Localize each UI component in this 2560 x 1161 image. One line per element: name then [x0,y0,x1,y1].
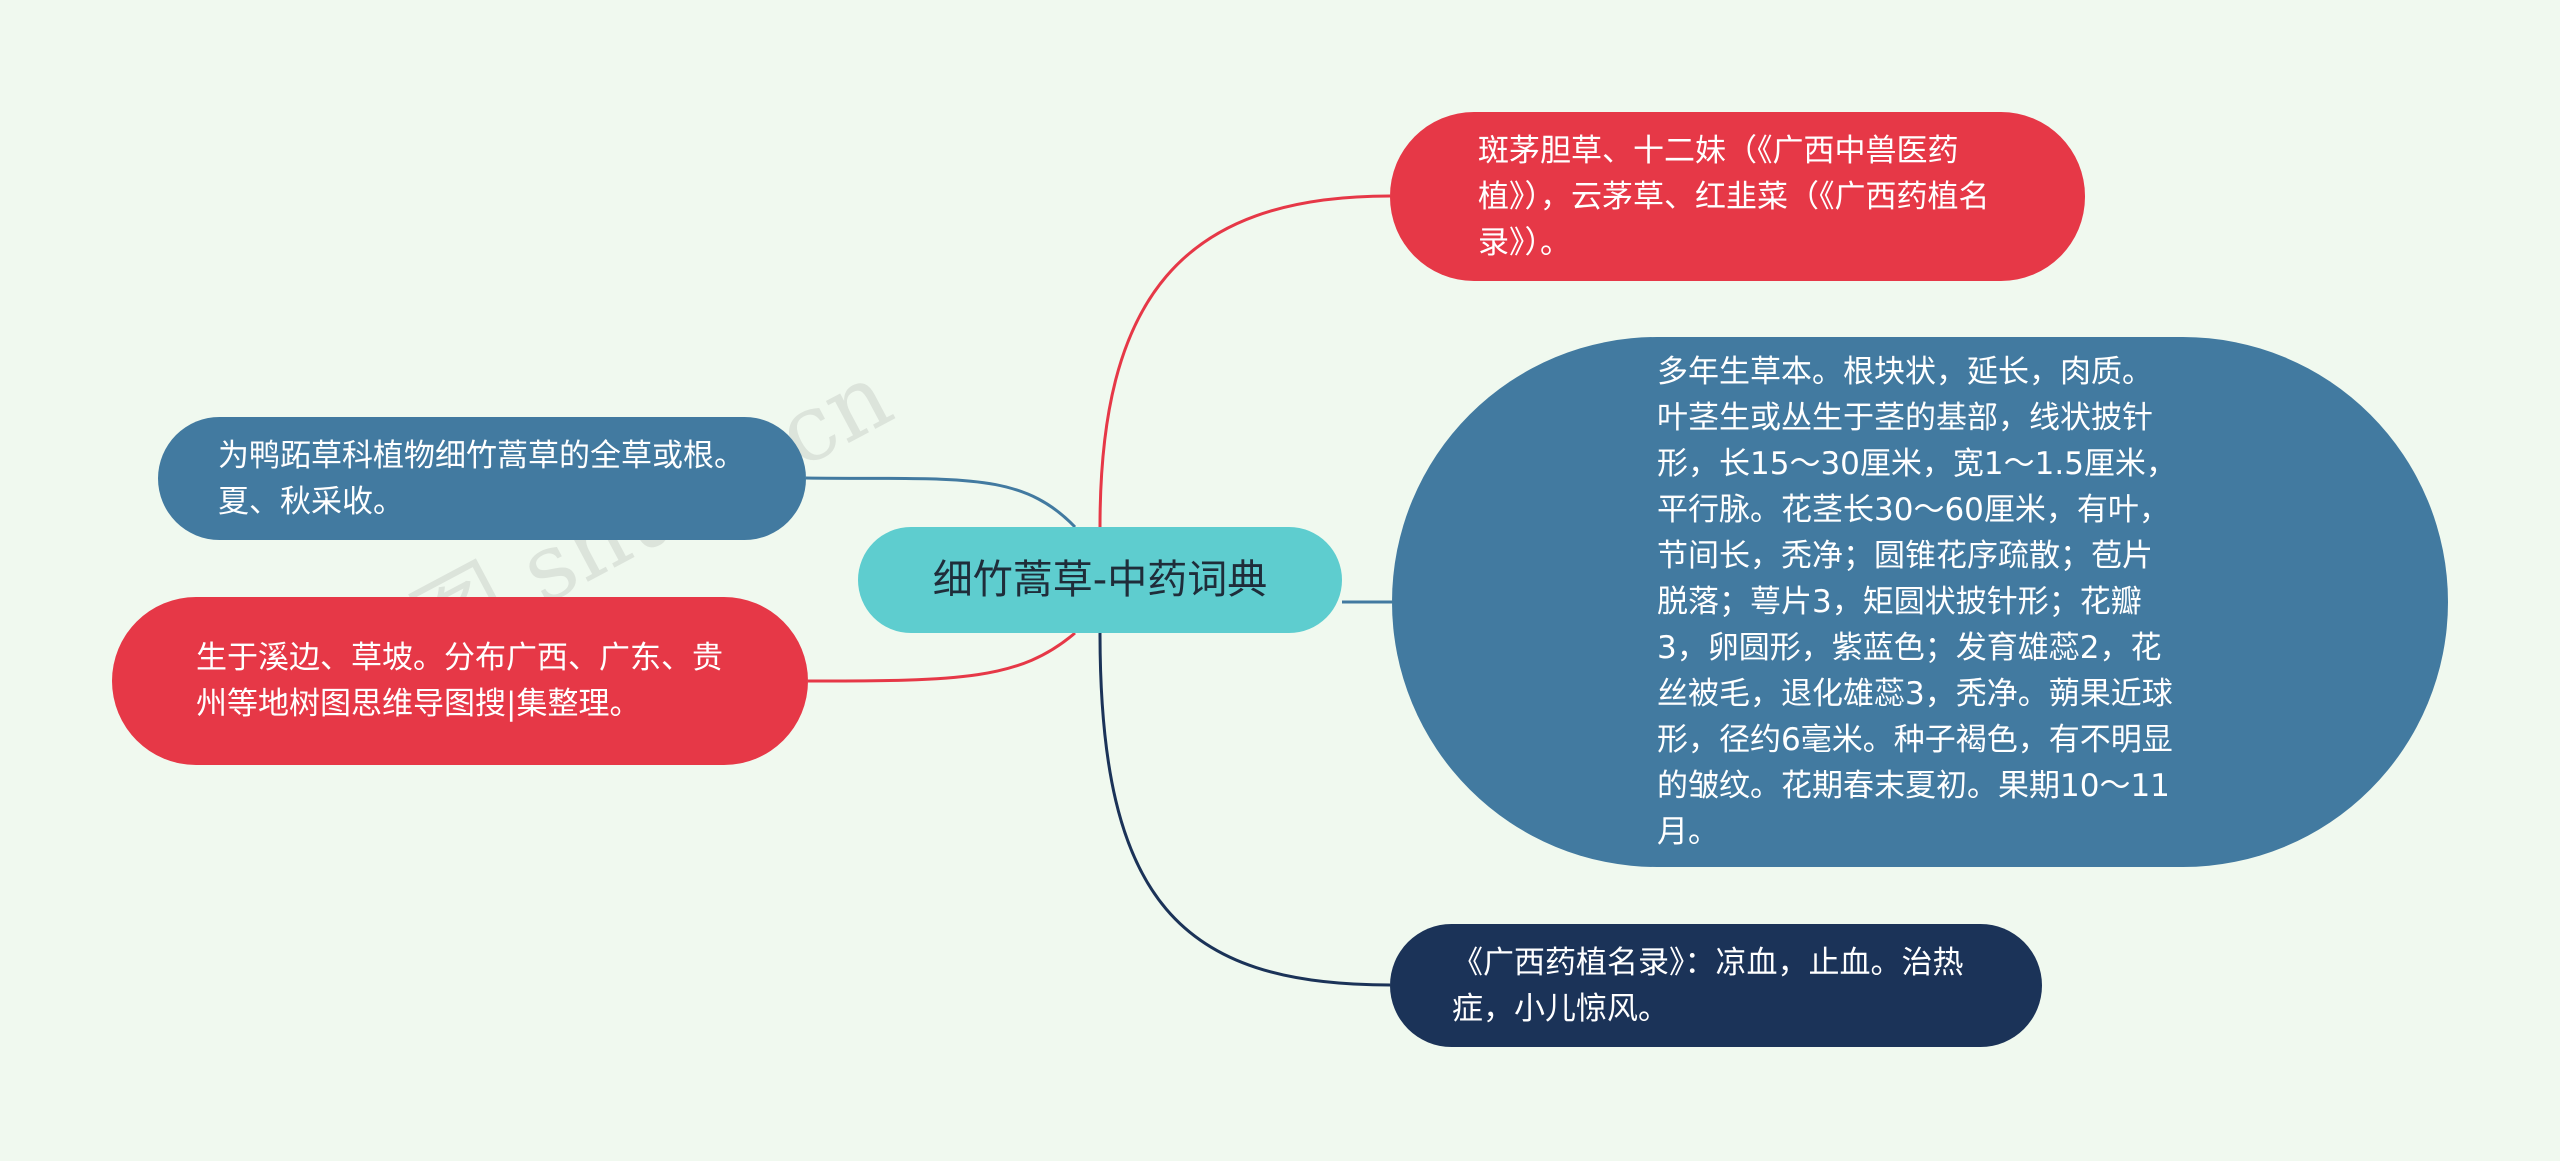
root-label: 细竹蒿草-中药词典 [932,557,1268,603]
connector-root-left2 [807,631,1076,683]
node-morphology[interactable]: 多年生草本。根块状，延长，肉质。叶茎生或丛生于茎的基部，线状披针形，长15～30… [1392,337,2448,867]
node-morphology-text: 多年生草本。根块状，延长，肉质。叶茎生或丛生于茎的基部，线状披针形，长15～30… [1657,354,2177,850]
node-efficacy[interactable]: 《广西药植名录》：凉血，止血。治热症，小儿惊风。 [1390,924,2042,1047]
node-source-text: 为鸭跖草科植物细竹蒿草的全草或根。夏、秋采收。 [218,437,745,520]
node-habitat-text: 生于溪边、草坡。分布广西、广东、贵州等地树图思维导图搜|集整理。 [196,640,723,722]
root-node[interactable]: 细竹蒿草-中药词典 [858,527,1342,633]
connector-root-right3 [1098,632,1391,987]
node-aliases[interactable]: 斑茅胆草、十二妹（《广西中兽医药植》），云茅草、红韭菜（《广西药植名录》）。 [1390,112,2085,281]
connector-root-left1 [805,476,1077,529]
node-efficacy-text: 《广西药植名录》：凉血，止血。治热症，小儿惊风。 [1452,944,1964,1027]
node-habitat[interactable]: 生于溪边、草坡。分布广西、广东、贵州等地树图思维导图搜|集整理。 [112,597,808,765]
connector-root-right1 [1098,194,1391,528]
node-aliases-text: 斑茅胆草、十二妹（《广西中兽医药植》），云茅草、红韭菜（《广西药植名录》）。 [1478,132,1990,261]
node-source[interactable]: 为鸭跖草科植物细竹蒿草的全草或根。夏、秋采收。 [158,417,806,540]
